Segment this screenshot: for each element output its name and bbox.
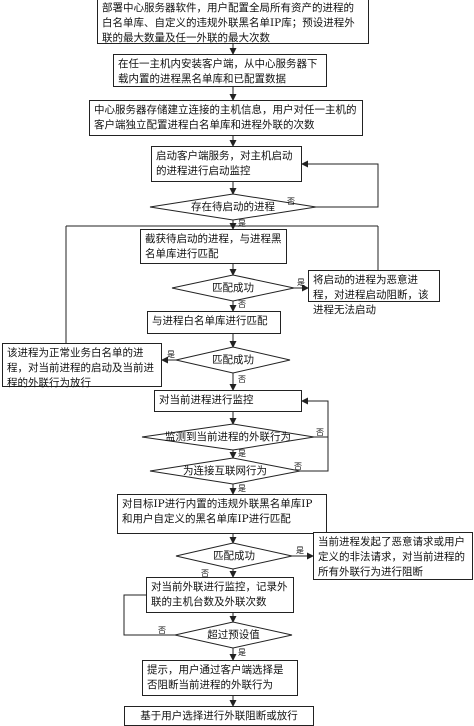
label-d2-no: 否 <box>238 300 246 309</box>
decision-d2-shape <box>171 274 295 302</box>
label-d2-yes: 是 <box>297 278 305 287</box>
decision-blacklist-match: 匹配成功 <box>212 282 254 294</box>
arrow-d4-no <box>301 397 329 438</box>
label-d1-no: 否 <box>287 197 295 206</box>
decision-d3-shape <box>175 346 291 374</box>
decision-outbound-detected: 监测到当前进程的外联行为 <box>165 431 291 443</box>
label-d4-no: 否 <box>316 428 324 437</box>
step-block-malicious: 将启动的进程为恶意进程，对进程启动阻断，该进程无法启动 <box>308 270 440 316</box>
step-deploy-server: 部署中心服务器软件，用户配置全局所有资产的进程的白名单库、自定义的违规外联黑名单… <box>97 0 369 44</box>
arrow-d7-no <box>123 591 175 636</box>
decision-pending-process: 存在待启动的进程 <box>191 201 275 213</box>
step-block-all-outbound: 当前进程发起了恶意请求或用户定义的非法请求，对当前进程的所有外联行为进行阻断 <box>313 532 473 580</box>
step-install-client: 在任一主机内安装客户端，从中心服务器下载内置的进程黑名单库和已配置数据 <box>113 54 327 87</box>
decision-d6-shape <box>175 542 293 570</box>
label-d6-yes: 是 <box>296 546 304 555</box>
label-d6-no: 否 <box>201 569 209 578</box>
decision-exceed-threshold: 超过预设值 <box>207 629 260 641</box>
label-d5-no: 否 <box>294 462 302 471</box>
arrow-d1-no-loop <box>301 160 379 208</box>
label-d4-yes: 是 <box>238 449 246 458</box>
step-match-whitelist: 与进程白名单库进行匹配 <box>147 311 281 334</box>
arrow-d5-no <box>300 437 329 472</box>
step-start-client: 启动客户端服务，对主机启动的进程进行启动监控 <box>151 146 302 182</box>
decision-d4-shape <box>141 423 315 451</box>
label-d7-yes: 是 <box>238 648 246 657</box>
label-d7-no: 否 <box>158 626 166 635</box>
label-d5-yes: 是 <box>238 484 246 493</box>
step-apply-choice: 基于用户选择进行外联阻断或放行 <box>124 706 314 726</box>
decision-ip-match: 匹配成功 <box>213 550 255 562</box>
label-d3-no: 否 <box>238 375 246 384</box>
label-d3-yes: 是 <box>167 350 175 359</box>
decision-d7-shape <box>174 621 293 649</box>
decision-d5-shape <box>149 457 301 485</box>
label-d1-yes: 是 <box>238 219 246 228</box>
decision-whitelist-match: 匹配成功 <box>212 354 254 366</box>
step-monitor-outbound: 对当前外联进行监控，记录外联的主机台数及外联次数 <box>146 577 294 613</box>
decision-internet-connection: 为连接互联网行为 <box>183 465 267 477</box>
step-match-ip-blacklist: 对目标IP进行内置的违规外联黑名单库IP和用户自定义的黑名单库IP进行匹配 <box>117 494 327 534</box>
step-prompt-user: 提示，用户通过客户端选择是否阻断当前进程的外联行为 <box>142 660 298 696</box>
step-store-host-info: 中心服务器存储建立连接的主机信息，用户对任一主机的客户端独立配置进程白名单库和进… <box>89 100 363 136</box>
step-monitor-process: 对当前进程进行监控 <box>154 390 302 412</box>
decision-d1-shape <box>149 193 317 221</box>
step-allow-whitelist: 该进程为正常业务白名单的进程，对当前进程的启动及当前进程的外联行为放行 <box>2 343 162 389</box>
step-intercept-process: 截获待启动的进程，与进程黑名单库进行匹配 <box>140 229 287 264</box>
